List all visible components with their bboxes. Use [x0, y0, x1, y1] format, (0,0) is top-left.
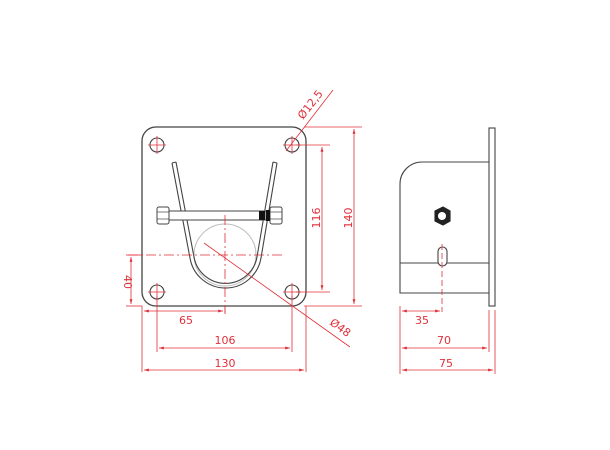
u-bolt [171, 161, 278, 289]
base-plate [141, 126, 307, 307]
clamp-bolt [156, 206, 283, 225]
bracket-profile [399, 161, 489, 294]
label-depth: 70 [437, 334, 451, 347]
front-dimension-labels: Ø12,5 Ø48 116 140 40 65 106 130 [121, 88, 355, 370]
label-hole-spacing-horizontal: 106 [215, 334, 236, 347]
front-view [128, 126, 307, 313]
label-total-depth: 75 [439, 357, 453, 370]
label-hole-spacing-vertical: 116 [310, 208, 323, 229]
side-dimensions [399, 306, 496, 374]
label-plate-height: 140 [342, 208, 355, 229]
label-center-offset: 65 [179, 314, 193, 327]
label-plate-width: 130 [215, 357, 236, 370]
front-dimensions [126, 89, 362, 372]
label-slot-offset: 35 [415, 314, 429, 327]
label-pipe-diameter: Ø48 [327, 316, 353, 340]
side-view [399, 127, 496, 307]
label-center-height: 40 [121, 275, 134, 289]
side-dimension-labels: 35 70 75 [415, 314, 453, 370]
side-plate [488, 127, 496, 307]
slot [437, 246, 448, 267]
